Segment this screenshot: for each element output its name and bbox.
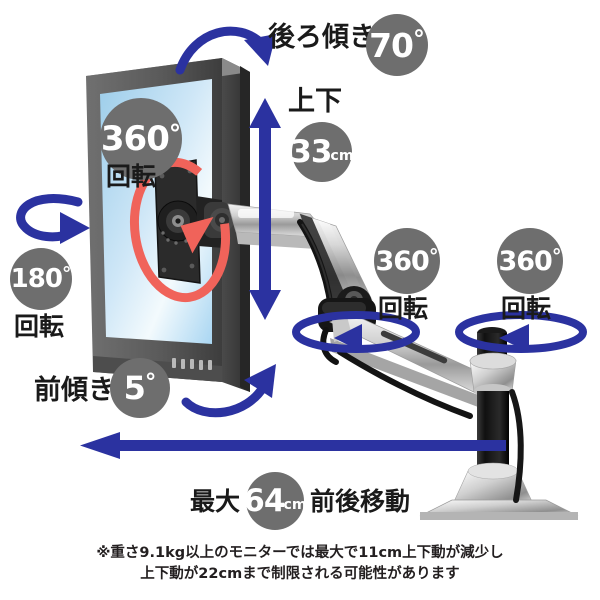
elbow-rotate-value: 360 [375,245,429,277]
tilt-back-unit: ° [413,25,425,54]
elbow-rotate-unit: ° [428,245,439,269]
travel-value: 64 [243,482,285,519]
tilt-forward-unit: ° [144,369,157,396]
tilt-back-label: 後ろ傾き [268,22,376,53]
tilt-forward-badge: 5° [110,358,170,418]
height-value: 33 [290,133,332,170]
travel-unit: cm [283,497,307,514]
height-label: 上下 [288,86,342,117]
monitor-buttons [172,358,212,370]
pan-label: 回転 [14,312,65,341]
pan-badge: 180° [10,248,72,310]
footnote-line-2: 上下動が22cmまで制限される可能性があります [140,566,460,583]
post-rotate-badge: 360° [497,228,563,294]
pan-unit: ° [61,263,72,285]
post-rotate-label: 回転 [501,294,552,323]
travel-arrow-icon [80,432,506,459]
tilt-forward-label: 前傾き [34,375,115,406]
footnote-line-1: ※重さ9.1kg以上のモニターでは最大で11cm上下動が減少し [96,544,504,561]
screen-rotate-value: 360 [100,119,170,159]
elbow-rotate-badge: 360° [374,228,440,294]
screen-rotate-unit: ° [168,118,182,148]
screen-rotate-badge: 360° [100,98,182,180]
pan-arrow-icon [16,194,90,244]
tilt-back-badge: 70° [366,14,428,76]
screen-rotate-label: 回転 [106,162,157,191]
pan-value: 180 [10,264,63,294]
footnote: ※重さ9.1kg以上のモニターでは最大で11cm上下動が減少し 上下動が22cm… [0,543,600,587]
elbow-rotate-ring-icon [292,311,420,353]
post-rotate-value: 360 [498,245,552,277]
post-rotate-unit: ° [551,245,562,269]
travel-prefix: 最大 [189,486,240,516]
post-and-base [419,327,579,520]
tilt-back-value: 70 [369,25,414,65]
tilt-forward-value: 5 [123,369,146,407]
travel-suffix: 前後移動 [310,486,411,516]
height-arrow-icon [249,98,281,320]
height-unit: cm [330,148,354,165]
tilt-forward-arrow-icon [181,364,276,418]
tilt-back-arrow-icon [175,26,276,75]
elbow-rotate-label: 回転 [378,294,429,323]
post-rotate-ring-icon [455,311,587,353]
